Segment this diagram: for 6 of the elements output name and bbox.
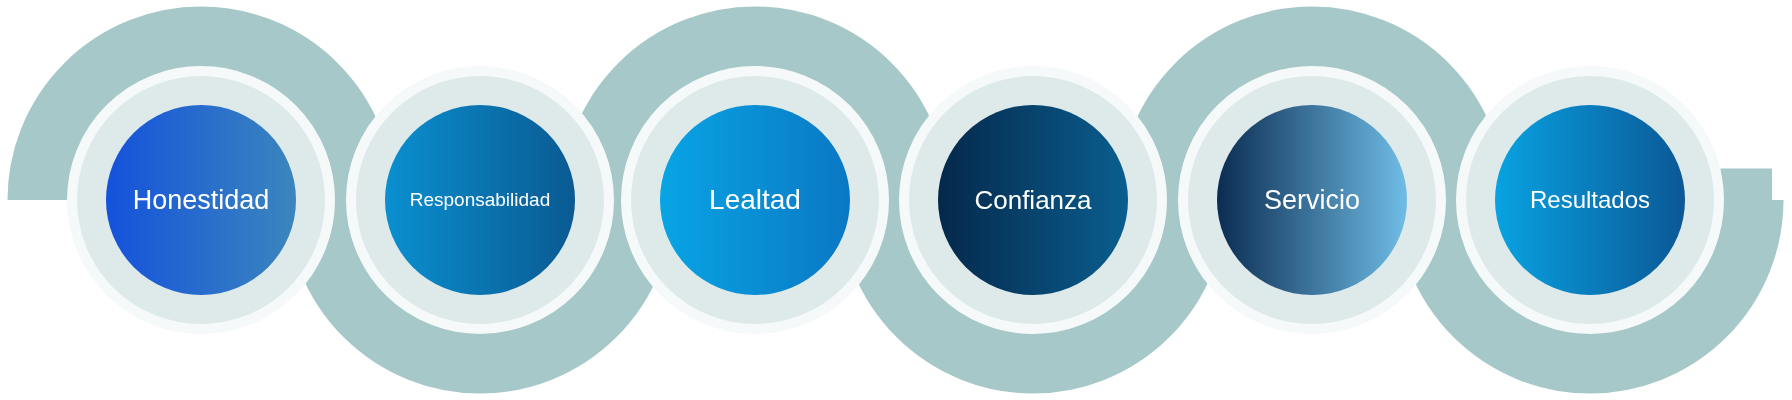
value-label: Honestidad — [132, 184, 270, 216]
value-label: Servicio — [1264, 184, 1360, 216]
value-label: Resultados — [1529, 186, 1651, 214]
value-label: Responsabilidad — [409, 189, 551, 211]
value-label: Confianza — [974, 184, 1092, 216]
value-label: Lealtad — [709, 184, 801, 216]
